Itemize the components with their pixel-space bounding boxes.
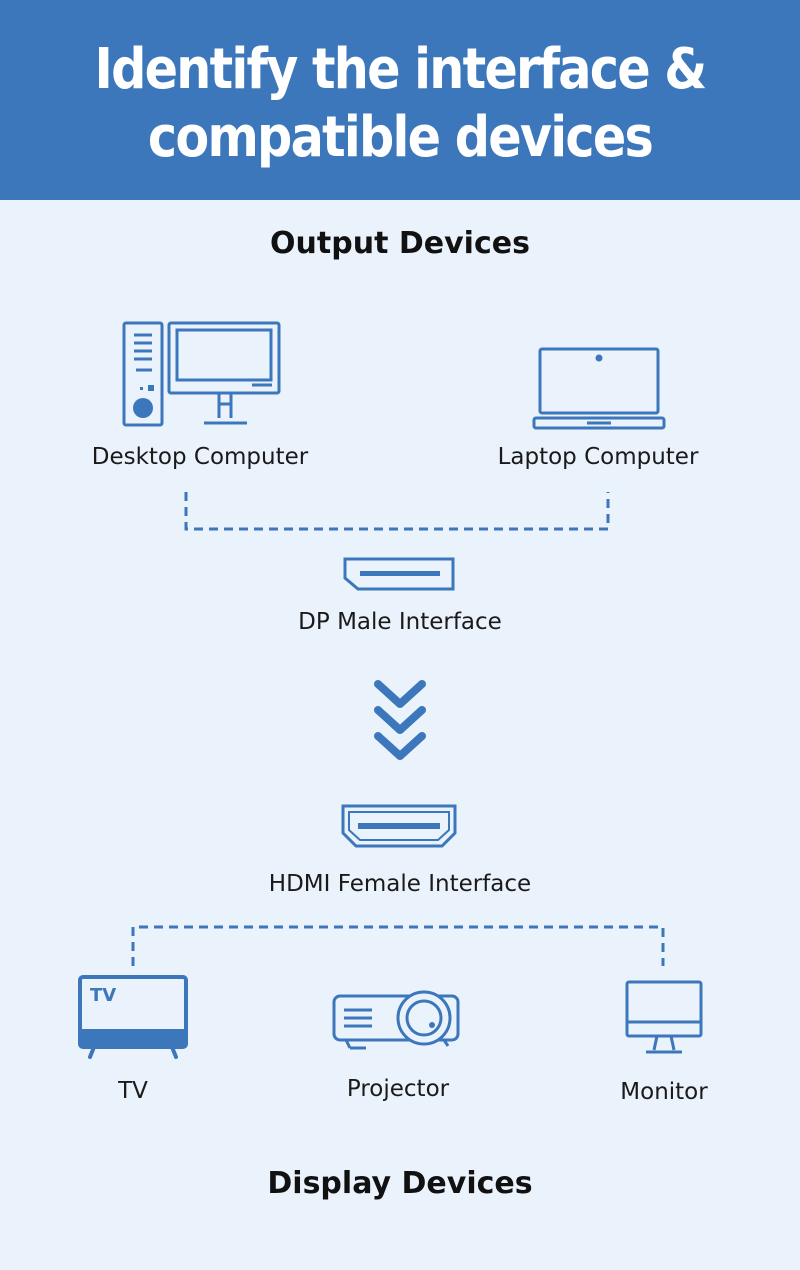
output-devices-title: Output Devices [270, 226, 530, 261]
title-line-1: Identify the interface & [94, 37, 708, 102]
laptop-icon [532, 347, 666, 430]
hdmi-female-interface-label: HDMI Female Interface [268, 871, 532, 897]
dp-port-icon [343, 557, 455, 591]
monitor-icon [625, 980, 703, 1054]
title-line-2: compatible devices [147, 105, 654, 170]
header-banner: Identify the interface & compatible devi… [0, 0, 800, 200]
hdmi-port-icon [341, 804, 457, 848]
desktop-computer-icon [122, 321, 281, 427]
projector-label: Projector [346, 1076, 450, 1102]
monitor-label: Monitor [620, 1079, 708, 1105]
dp-male-interface-label: DP Male Interface [298, 609, 502, 635]
page-title: Identify the interface & compatible devi… [48, 36, 752, 172]
projector-icon [332, 990, 460, 1050]
tv-icon: TV [78, 975, 188, 1059]
tv-icon-text: TV [90, 985, 116, 1006]
laptop-computer-label: Laptop Computer [497, 444, 699, 470]
display-devices-title: Display Devices [267, 1166, 533, 1201]
triple-chevron-down-icon [374, 680, 426, 760]
desktop-computer-label: Desktop Computer [91, 444, 309, 470]
tv-label: TV [118, 1078, 148, 1104]
